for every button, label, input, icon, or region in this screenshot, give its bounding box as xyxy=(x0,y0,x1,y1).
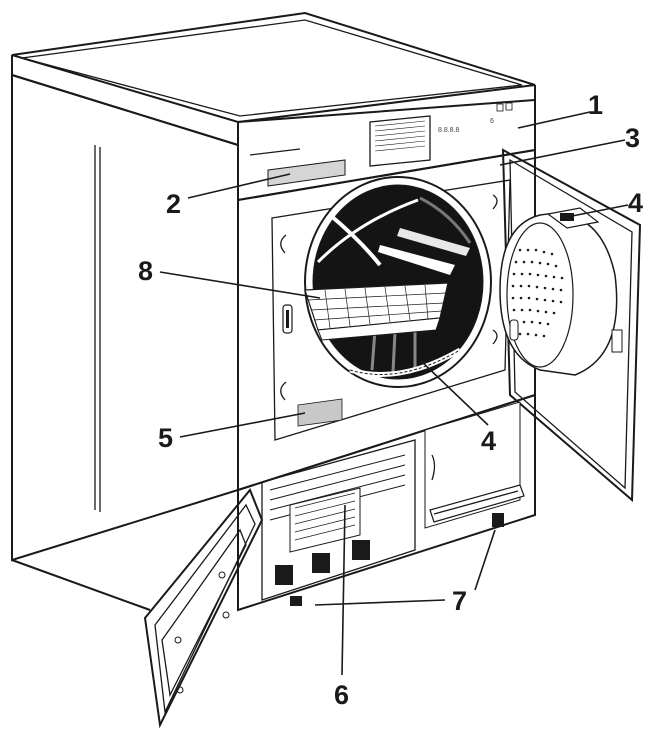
callout-2: 2 xyxy=(166,189,181,219)
drying-rack xyxy=(304,282,449,341)
callout-4-top: 4 xyxy=(628,188,643,218)
panel-small-text: 6 xyxy=(490,118,494,125)
leader-7b xyxy=(474,529,496,591)
adjustable-foot-right xyxy=(492,513,504,527)
lower-cabinet xyxy=(237,393,536,612)
callout-labels: 1 2 3 4 4 5 6 7 8 xyxy=(138,90,643,710)
condenser-clip-1 xyxy=(275,565,293,585)
leader-3 xyxy=(499,139,626,166)
leader-7a xyxy=(314,599,446,606)
cabinet-top xyxy=(11,11,536,146)
callout-leaders xyxy=(159,111,629,676)
condenser-clip-2 xyxy=(312,553,330,573)
leader-8 xyxy=(159,271,321,299)
panel-display: 8.8.8.8 xyxy=(438,127,460,134)
condenser-clip-3 xyxy=(352,540,370,560)
adjustable-foot-left xyxy=(290,596,302,606)
callout-4-bottom: 4 xyxy=(481,426,496,456)
callout-5: 5 xyxy=(158,423,173,453)
rating-plate xyxy=(297,398,343,427)
leader-4-bottom xyxy=(419,359,489,426)
panel-button-2 xyxy=(505,102,513,111)
cabinet-side-panel xyxy=(11,73,239,611)
callout-8: 8 xyxy=(138,256,153,286)
drum-opening xyxy=(304,176,492,388)
callout-1: 1 xyxy=(588,90,603,120)
water-container-handle xyxy=(267,159,346,187)
callout-6: 6 xyxy=(334,680,349,710)
leader-6 xyxy=(341,504,346,676)
callout-7: 7 xyxy=(452,586,467,616)
leader-1 xyxy=(517,111,591,129)
leader-2 xyxy=(187,173,291,199)
drum-door-open xyxy=(499,148,642,503)
plinth-door-open xyxy=(143,488,264,729)
leader-4-top xyxy=(571,204,629,217)
callout-3: 3 xyxy=(625,123,640,153)
leader-5 xyxy=(179,412,306,438)
panel-button-1 xyxy=(496,103,504,112)
